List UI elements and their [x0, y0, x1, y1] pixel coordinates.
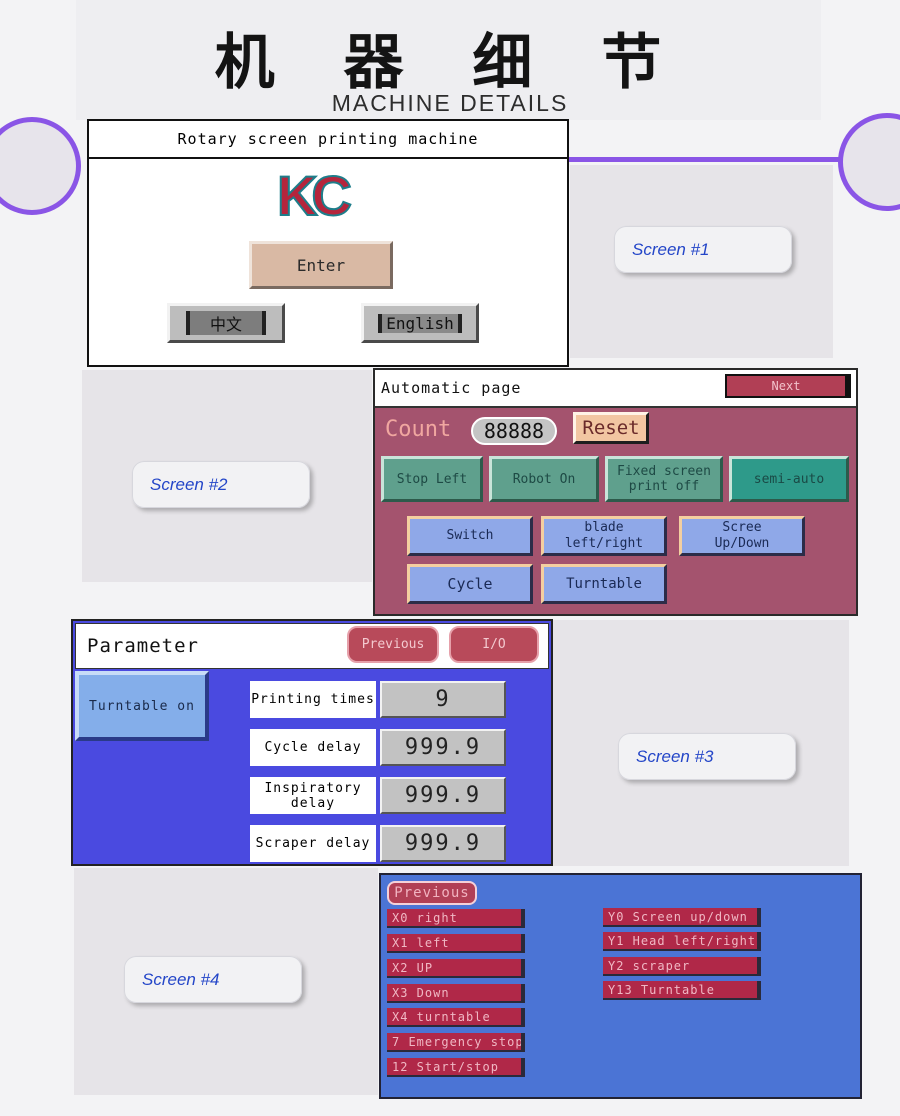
input-x0: X0 right — [387, 909, 525, 928]
screen2-panel: Automatic page Next Count 88888 Reset St… — [373, 368, 858, 616]
next-label: Next — [771, 379, 801, 393]
io-button[interactable]: I/O — [449, 626, 539, 663]
input-x2: X2 UP — [387, 959, 525, 978]
stop-left-button[interactable]: Stop Left — [381, 456, 483, 502]
input-x1: X1 left — [387, 934, 525, 953]
screen1-panel: Rotary screen printing machine KC Enter … — [87, 119, 569, 367]
output-y13: Y13 Turntable — [603, 981, 761, 1000]
enter-button[interactable]: Enter — [249, 241, 393, 289]
logo-text: KC — [277, 165, 350, 227]
fixed-screen-print-button[interactable]: Fixed screen print off — [605, 456, 723, 502]
output-y0: Y0 Screen up/down — [603, 908, 761, 927]
turntable-on-label: Turntable on — [89, 698, 195, 714]
param-value[interactable]: 999.9 — [380, 729, 506, 766]
reset-label: Reset — [582, 417, 640, 439]
screen-up-down-label: Scree Up/Down — [714, 520, 770, 551]
chinese-button[interactable]: 中文 — [167, 303, 285, 343]
count-label: Count — [385, 417, 452, 442]
robot-on-label: Robot On — [512, 471, 576, 487]
reset-button[interactable]: Reset — [573, 412, 649, 444]
param-value[interactable]: 999.9 — [380, 825, 506, 862]
screen4-label: Screen #4 — [124, 956, 302, 1003]
robot-on-button[interactable]: Robot On — [489, 456, 599, 502]
previous-button[interactable]: Previous — [387, 881, 477, 905]
semi-auto-button[interactable]: semi-auto — [729, 456, 849, 502]
previous-button[interactable]: Previous — [347, 626, 439, 663]
screen2-label: Screen #2 — [132, 461, 310, 508]
enter-label: Enter — [296, 255, 346, 275]
param-label: Printing times — [250, 681, 376, 718]
decorative-circle-left — [0, 117, 81, 215]
screen1-title: Rotary screen printing machine — [89, 121, 567, 159]
next-button[interactable]: Next — [725, 374, 851, 398]
turntable-button[interactable]: Turntable — [541, 564, 667, 604]
output-y2: Y2 scraper — [603, 957, 761, 976]
screen2-header: Automatic page Next — [375, 370, 856, 408]
background-panel-1 — [76, 0, 821, 120]
screen-up-down-button[interactable]: Scree Up/Down — [679, 516, 805, 556]
screen2-title: Automatic page — [381, 379, 522, 397]
turntable-on-button[interactable]: Turntable on — [75, 671, 209, 741]
decorative-line — [568, 157, 846, 162]
input-x3: X3 Down — [387, 984, 525, 1003]
screen4-panel: Previous X0 right X1 left X2 UP X3 Down … — [379, 873, 862, 1099]
screen3-label: Screen #3 — [618, 733, 796, 780]
kc-logo: KC — [276, 165, 357, 227]
decorative-circle-right — [838, 113, 900, 211]
chinese-label: 中文 — [185, 311, 266, 335]
input-start-stop: 12 Start/stop — [387, 1058, 525, 1077]
output-y1: Y1 Head left/right — [603, 932, 761, 951]
switch-label: Switch — [446, 528, 494, 543]
count-value: 88888 — [471, 417, 557, 445]
cycle-label: Cycle — [447, 575, 493, 593]
blade-button[interactable]: blade left/right — [541, 516, 667, 556]
param-label: Scraper delay — [250, 825, 376, 862]
english-label: English — [378, 313, 462, 333]
english-button[interactable]: English — [361, 303, 479, 343]
input-emergency-stop: 7 Emergency stop — [387, 1033, 525, 1052]
page-subtitle: MACHINE DETAILS — [331, 90, 569, 116]
switch-button[interactable]: Switch — [407, 516, 533, 556]
screen3-title: Parameter — [87, 635, 199, 657]
previous-label: Previous — [361, 637, 425, 652]
screen1-label: Screen #1 — [614, 226, 792, 273]
param-label: Inspiratory delay — [250, 777, 376, 814]
param-value[interactable]: 9 — [380, 681, 506, 718]
io-label: I/O — [482, 637, 506, 652]
fixed-screen-print-label: Fixed screen print off — [617, 464, 711, 494]
param-label: Cycle delay — [250, 729, 376, 766]
semi-auto-label: semi-auto — [753, 471, 825, 487]
previous-label: Previous — [394, 885, 470, 901]
turntable-label: Turntable — [566, 576, 642, 592]
input-x4: X4 turntable — [387, 1008, 525, 1027]
page-title: 机 器 细 节 — [214, 28, 686, 98]
param-value[interactable]: 999.9 — [380, 777, 506, 814]
screen3-panel: Parameter Previous I/O Turntable on Prin… — [71, 619, 553, 866]
blade-label: blade left/right — [564, 520, 644, 551]
cycle-button[interactable]: Cycle — [407, 564, 533, 604]
stop-left-label: Stop Left — [396, 471, 468, 487]
